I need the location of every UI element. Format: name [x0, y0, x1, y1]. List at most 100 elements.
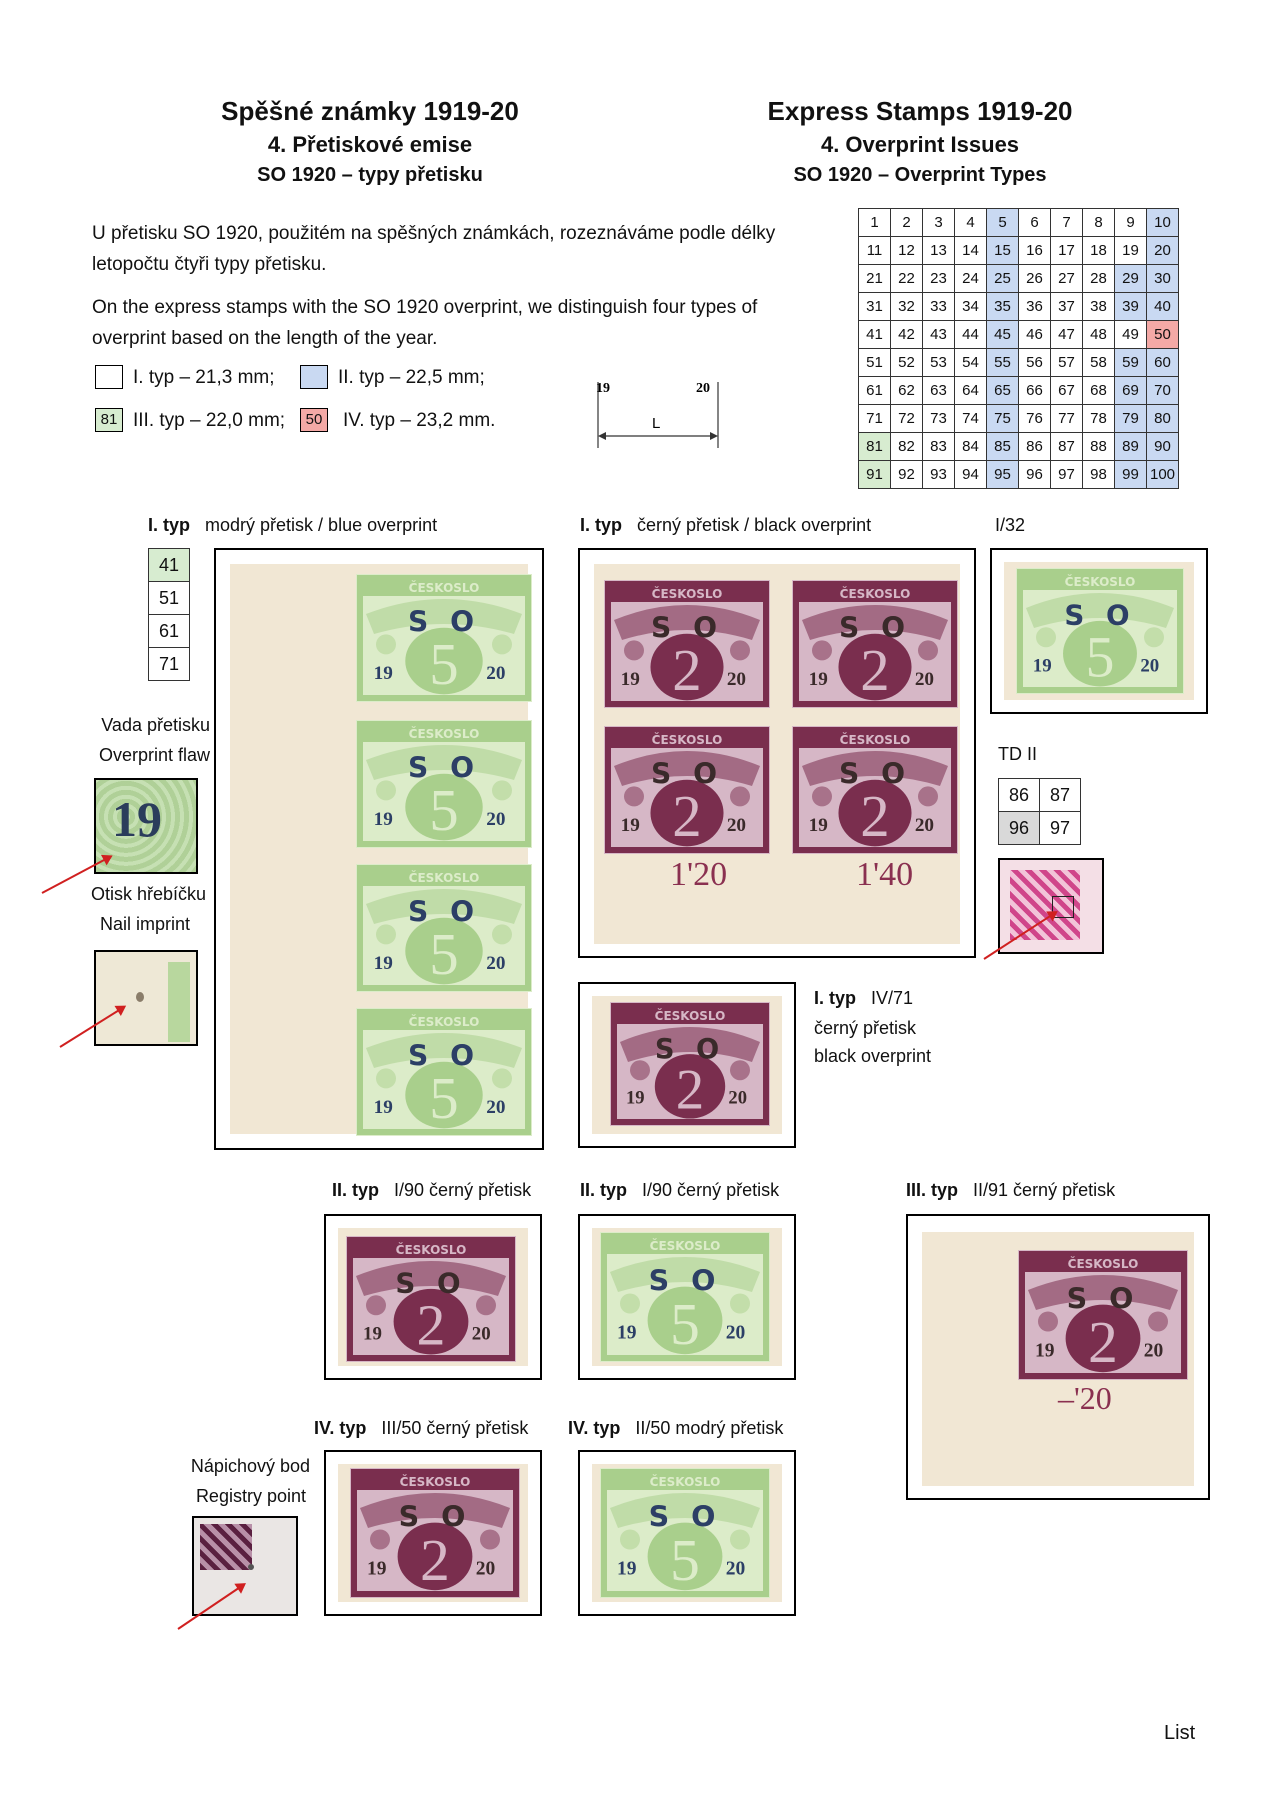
svg-text:5: 5 [670, 1527, 700, 1593]
grid-cell: 13 [922, 236, 955, 265]
diagram-length-label: L [652, 415, 660, 432]
grid-cell: 73 [922, 404, 955, 433]
section1-label: I. typ modrý přetisk / blue overprint [148, 515, 438, 535]
grid-cell: 71 [858, 404, 891, 433]
svg-text:2: 2 [860, 638, 889, 703]
grid-cell: 23 [922, 264, 955, 293]
block-margin-value-left: 1'20 [670, 856, 728, 893]
svg-text:2: 2 [420, 1527, 450, 1593]
intro-en: On the express stamps with the SO 1920 o… [92, 297, 758, 349]
grid-cell: 80 [1146, 404, 1179, 433]
svg-text:19: 19 [621, 815, 640, 836]
svg-text:S O: S O [408, 752, 480, 785]
grid-cell: 14 [954, 236, 987, 265]
grid-cell: 47 [1050, 320, 1083, 349]
grid-cell: 39 [1114, 292, 1147, 321]
svg-text:2: 2 [672, 638, 701, 703]
grid-cell: 8 [1082, 208, 1115, 237]
nail-detail-image [94, 950, 198, 1046]
grid-cell: 20 [1146, 236, 1179, 265]
grid-cell: 54 [954, 348, 987, 377]
grid-cell: 60 [1146, 348, 1179, 377]
grid-cell: 83 [922, 432, 955, 461]
svg-text:2: 2 [676, 1059, 705, 1122]
diagram-left-digits: 19 [596, 381, 610, 396]
svg-text:S O: S O [651, 758, 723, 791]
legend-type4: IV. typ – 23,2 mm. [343, 410, 496, 431]
grid-cell: 89 [1114, 432, 1147, 461]
grid-cell: 2 [890, 208, 923, 237]
flaw-detail-image: 19 [94, 778, 198, 874]
legend-box-type2 [300, 365, 328, 389]
grid-cell: 78 [1082, 404, 1115, 433]
grid-cell: 38 [1082, 292, 1115, 321]
grid-cell: 76 [1018, 404, 1051, 433]
svg-text:S O: S O [408, 606, 480, 639]
grid-cell: 44 [954, 320, 987, 349]
grid-cell: 72 [890, 404, 923, 433]
grid-cell: 41 [858, 320, 891, 349]
grid-cell: 37 [1050, 292, 1083, 321]
grid-cell: 42 [890, 320, 923, 349]
td-cell: 96 [998, 811, 1040, 845]
svg-text:20: 20 [486, 663, 505, 684]
svg-text:S O: S O [399, 1500, 472, 1534]
grid-cell: 100 [1146, 460, 1179, 489]
grid-cell: 85 [986, 432, 1019, 461]
grid-cell: 46 [1018, 320, 1051, 349]
svg-text:19: 19 [621, 669, 640, 690]
grid-cell: 33 [922, 292, 955, 321]
grid-cell: 24 [954, 264, 987, 293]
row3b-label: IV. typ II/50 modrý přetisk [568, 1418, 784, 1438]
grid-cell: 90 [1146, 432, 1179, 461]
grid-cell: 75 [986, 404, 1019, 433]
grid-cell: 70 [1146, 376, 1179, 405]
grid-cell: 53 [922, 348, 955, 377]
row2b-label: II. typ I/90 černý přetisk [580, 1180, 780, 1200]
svg-text:2: 2 [860, 784, 889, 849]
svg-text:19: 19 [809, 815, 828, 836]
svg-text:20: 20 [727, 815, 746, 836]
svg-text:19: 19 [1033, 655, 1052, 676]
grid-cell: 3 [922, 208, 955, 237]
svg-text:S O: S O [649, 1264, 722, 1298]
grid-cell: 31 [858, 292, 891, 321]
grid-cell: 49 [1114, 320, 1147, 349]
svg-text:19: 19 [626, 1088, 645, 1109]
grid-cell: 32 [890, 292, 923, 321]
grid-cell: 15 [986, 236, 1019, 265]
grid-cell: 25 [986, 264, 1019, 293]
legend-box-type1 [95, 365, 123, 389]
svg-text:20: 20 [476, 1559, 496, 1580]
grid-cell: 29 [1114, 264, 1147, 293]
grid-cell: 27 [1050, 264, 1083, 293]
grid-cell: 28 [1082, 264, 1115, 293]
nail-label-cz: Otisk hřebíčku [90, 884, 206, 904]
svg-text:20: 20 [486, 953, 505, 974]
svg-text:19: 19 [374, 663, 393, 684]
legend-type3: III. typ – 22,0 mm; [133, 410, 286, 431]
legend-type1: I. typ – 21,3 mm; [133, 367, 275, 388]
svg-text:ČESKOSLO: ČESKOSLO [396, 1242, 467, 1257]
svg-text:20: 20 [486, 809, 505, 830]
en-subtitle-2: SO 1920 – Overprint Types [793, 164, 1047, 186]
svg-text:ČESKOSLO: ČESKOSLO [1065, 574, 1136, 589]
svg-text:5: 5 [429, 1066, 458, 1131]
svg-text:ČESKOSLO: ČESKOSLO [409, 726, 480, 741]
svg-text:19: 19 [367, 1559, 387, 1580]
svg-text:5: 5 [429, 778, 458, 843]
svg-text:5: 5 [429, 632, 458, 697]
grid-cell: 93 [922, 460, 955, 489]
grid-cell: 74 [954, 404, 987, 433]
